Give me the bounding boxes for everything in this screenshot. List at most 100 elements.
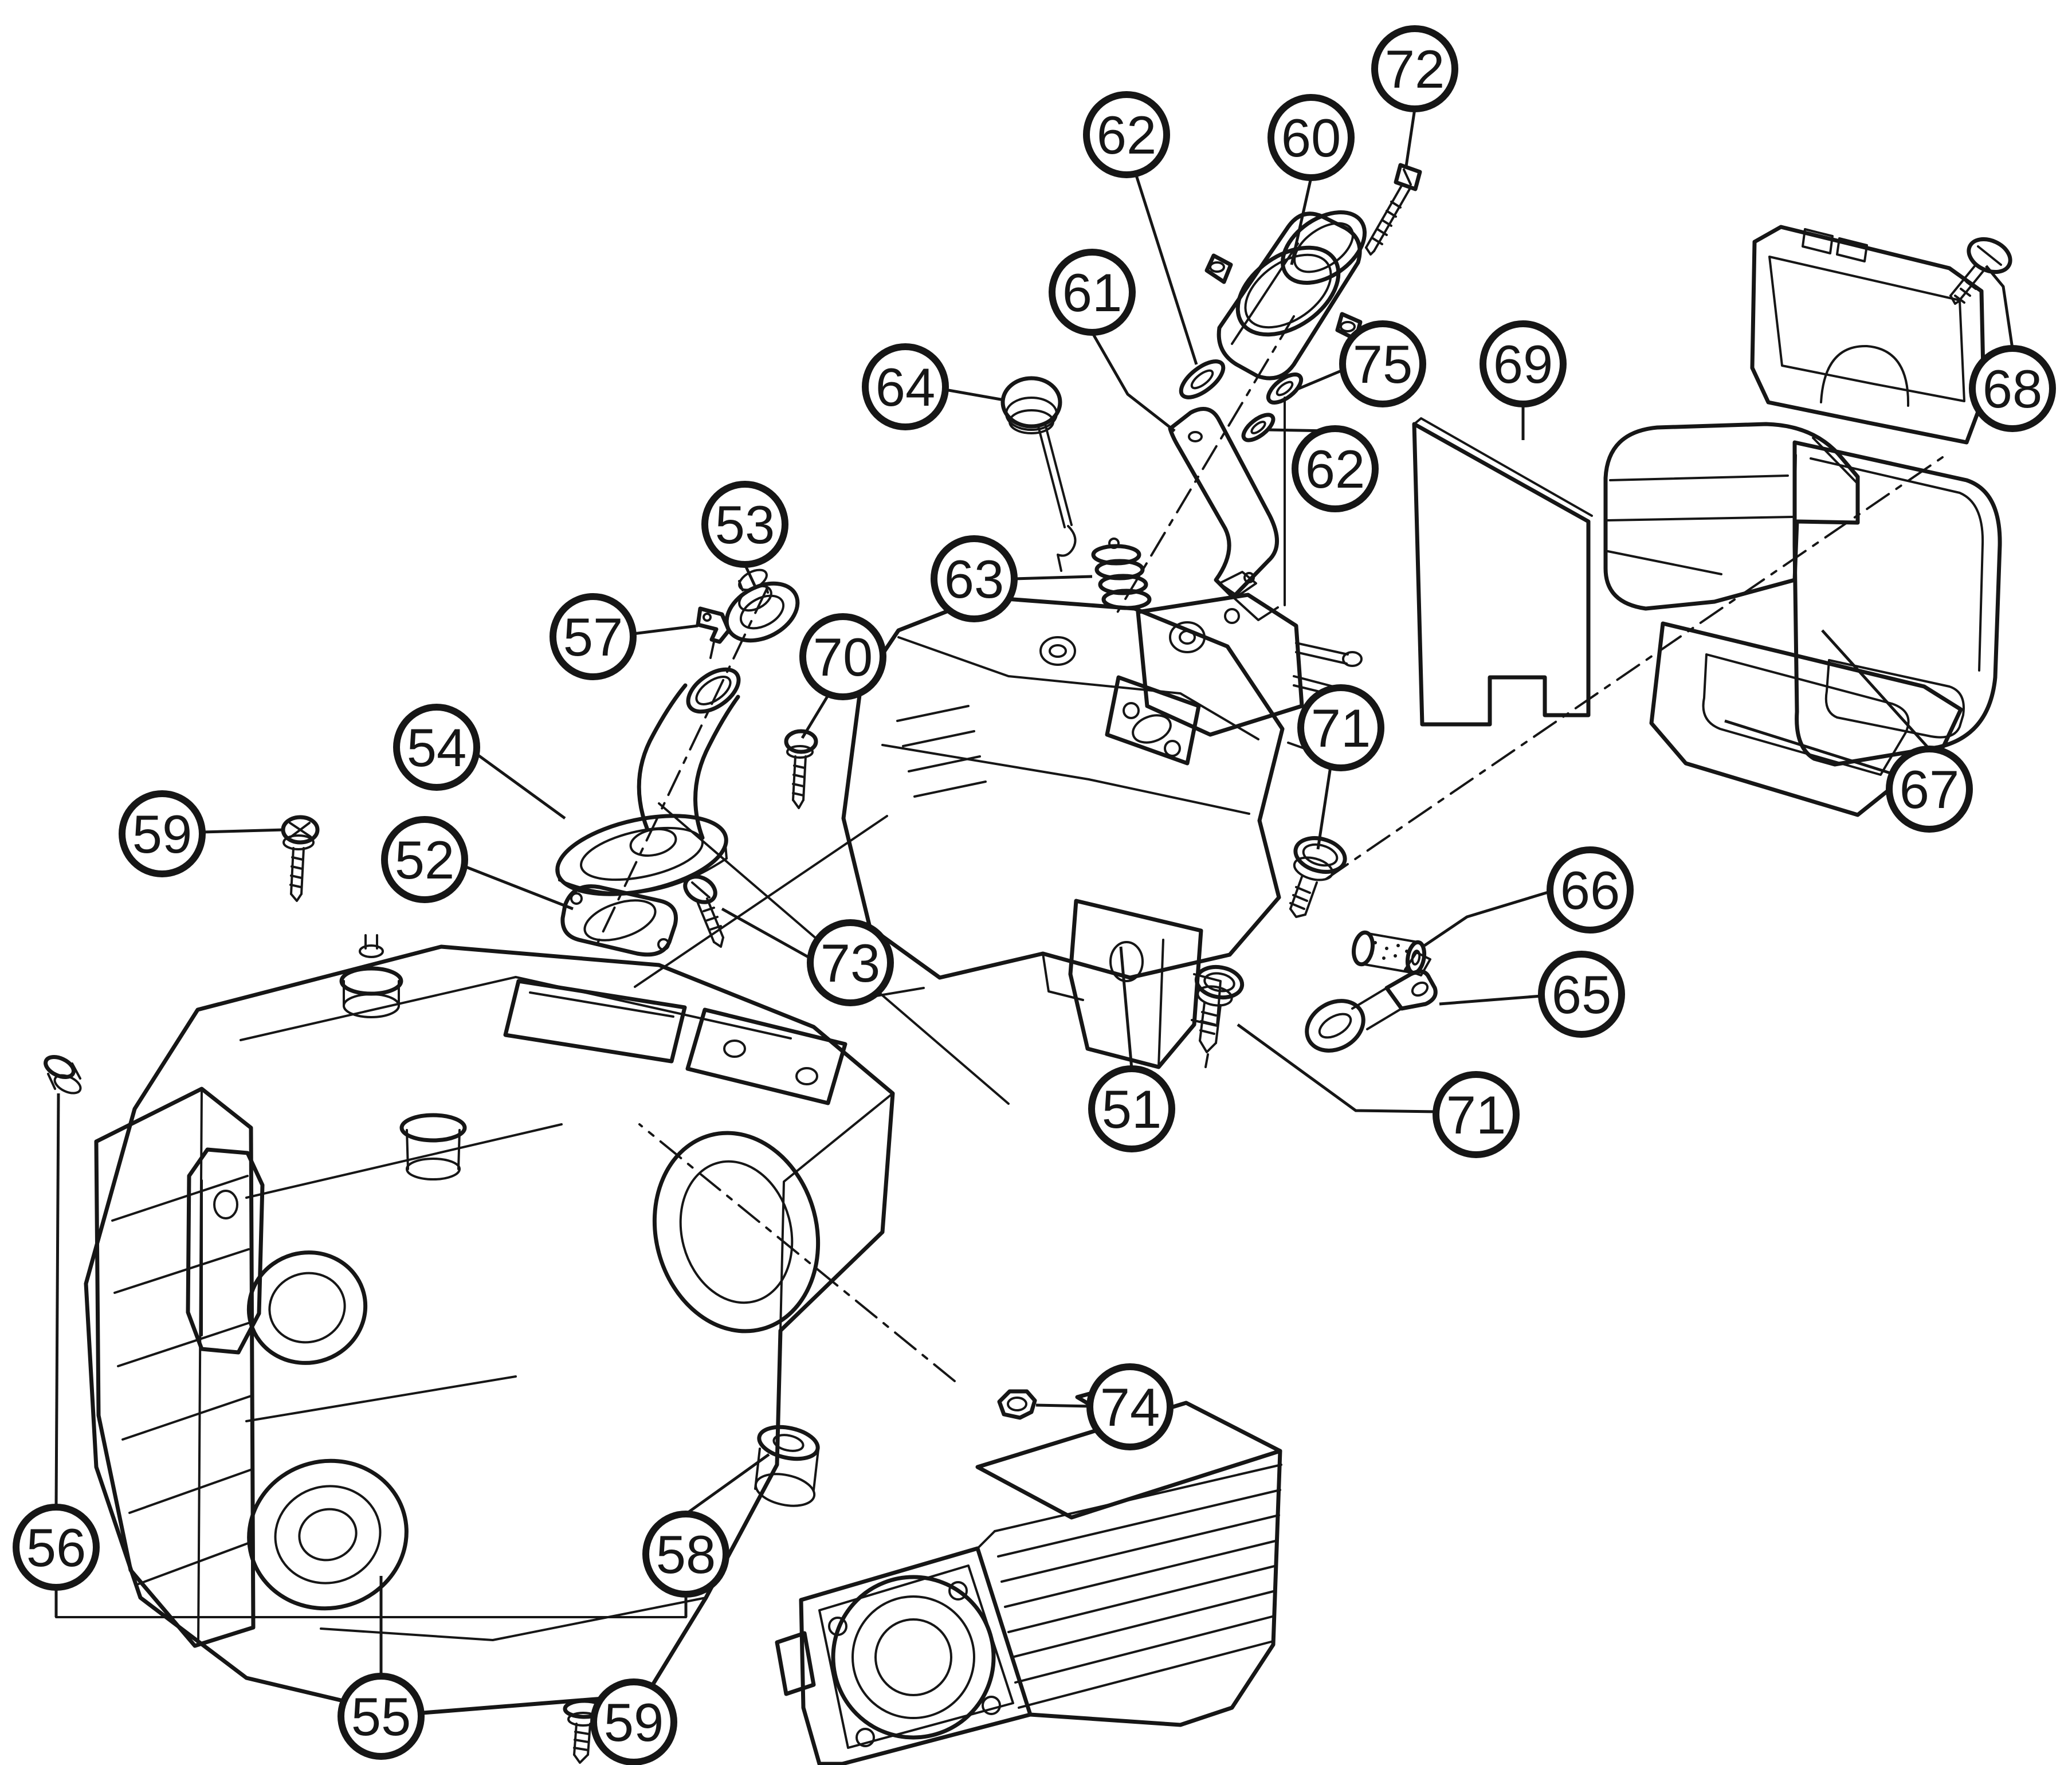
crankcase-housing xyxy=(84,944,895,1717)
callout-number-68: 68 xyxy=(1983,359,2043,419)
callout-number-63: 63 xyxy=(944,549,1004,609)
callout-number-72: 72 xyxy=(1385,39,1445,99)
choke-knob-rod xyxy=(1000,376,1077,572)
callout-number-51: 51 xyxy=(1102,1079,1162,1139)
screw-70 xyxy=(784,729,818,809)
engine-cover-bracket xyxy=(1068,899,1222,1069)
callout-number-62a: 62 xyxy=(1097,105,1157,165)
callout-64: 64 xyxy=(862,343,1004,430)
callout-balloon-51 xyxy=(1088,1065,1175,1152)
callout-75: 75 xyxy=(1296,320,1426,407)
callout-62a: 62 xyxy=(1083,91,1198,365)
retainer-pin-57 xyxy=(696,606,731,659)
callout-number-66: 66 xyxy=(1560,860,1620,920)
callout-number-55: 55 xyxy=(351,1686,411,1747)
front-handle-bracket-tab xyxy=(186,1147,265,1355)
callout-number-67: 67 xyxy=(1900,759,1960,819)
callout-balloon-62a xyxy=(1083,91,1170,178)
bushing-58 xyxy=(754,1425,820,1507)
callout-balloon-53 xyxy=(701,481,788,568)
carb-mount-spring xyxy=(1091,538,1152,610)
callout-63: 63 xyxy=(931,535,1093,622)
muffler-bracket xyxy=(1168,407,1279,621)
callout-balloon-59b xyxy=(590,1678,677,1765)
callout-balloon-74 xyxy=(1086,1363,1174,1450)
callout-number-59b: 59 xyxy=(604,1692,664,1752)
callout-69: 69 xyxy=(1480,320,1567,440)
callout-balloon-55 xyxy=(338,1673,425,1760)
callout-balloon-58 xyxy=(642,1511,729,1598)
crankcase-rib-block xyxy=(94,1087,256,1648)
callout-61: 61 xyxy=(1049,249,1176,432)
callout-67: 67 xyxy=(1724,629,1973,833)
callout-balloon-52 xyxy=(381,816,468,903)
callout-number-52: 52 xyxy=(395,830,455,890)
air-duct xyxy=(1603,422,1860,611)
callout-balloon-71b xyxy=(1433,1071,1520,1158)
screw-73 xyxy=(683,874,724,948)
callout-number-57: 57 xyxy=(563,607,623,667)
callout-58: 58 xyxy=(642,1453,770,1617)
callout-balloon-75 xyxy=(1339,320,1426,407)
callout-71a: 71 xyxy=(1297,684,1384,850)
callout-balloon-70 xyxy=(799,613,886,700)
callout-number-70: 70 xyxy=(813,627,873,687)
callout-number-62b: 62 xyxy=(1305,439,1365,499)
callout-balloon-60 xyxy=(1267,94,1355,181)
callout-number-54: 54 xyxy=(407,717,467,778)
intake-gasket-52 xyxy=(560,884,678,957)
callout-number-64: 64 xyxy=(876,357,936,417)
callout-balloon-68 xyxy=(1969,345,2056,432)
callout-52: 52 xyxy=(381,816,574,911)
callout-number-60: 60 xyxy=(1281,108,1341,168)
callout-balloon-62b xyxy=(1292,425,1379,512)
callout-balloon-56 xyxy=(13,1504,100,1591)
screw-washer-71b xyxy=(1194,964,1245,1068)
callout-74: 74 xyxy=(1035,1363,1174,1450)
callout-62b: 62 xyxy=(1267,425,1379,512)
intake-elbow-54 xyxy=(555,667,741,896)
callout-balloon-57 xyxy=(550,593,637,680)
callout-65: 65 xyxy=(1439,951,1625,1038)
callout-balloon-67 xyxy=(1886,746,1973,833)
muffler-washers xyxy=(1179,359,1304,442)
heat-shield xyxy=(1412,417,1593,727)
callout-balloon-59a xyxy=(119,790,206,877)
av-mount-bushings xyxy=(339,934,467,1180)
spacer-sleeve xyxy=(1352,930,1427,975)
callout-balloon-69 xyxy=(1480,320,1567,407)
callout-balloon-64 xyxy=(862,343,949,430)
callout-60: 60 xyxy=(1267,94,1355,265)
callout-balloon-61 xyxy=(1049,249,1136,336)
callout-number-75: 75 xyxy=(1353,334,1413,394)
muffler-clamp xyxy=(1204,245,1363,342)
engine-cover xyxy=(841,595,1285,1001)
callout-72: 72 xyxy=(1371,25,1458,167)
callout-66: 66 xyxy=(1423,846,1634,947)
callout-balloon-72 xyxy=(1371,25,1458,112)
cover-screw xyxy=(1949,237,2012,305)
callout-number-65: 65 xyxy=(1552,964,1612,1025)
callout-number-53: 53 xyxy=(715,495,775,555)
callout-number-59a: 59 xyxy=(132,804,193,864)
callout-balloon-66 xyxy=(1547,846,1634,934)
intake-flange-53 xyxy=(724,568,800,643)
callout-layer: 51 52 53 54 55 56 57 58 59 59 60 61 62 62 63 64 65 66 67 68… xyxy=(13,25,2056,1765)
callout-number-56: 56 xyxy=(26,1517,87,1578)
callout-number-71a: 71 xyxy=(1311,698,1371,758)
air-filter-cover xyxy=(1750,225,2002,767)
witness-lines xyxy=(55,397,1286,1618)
callout-balloon-71a xyxy=(1297,684,1384,771)
callout-71b: 71 xyxy=(1237,1023,1520,1158)
callout-54: 54 xyxy=(393,704,566,820)
flange-nut xyxy=(997,1389,1037,1420)
callout-59a: 59 xyxy=(119,790,285,877)
muffler-bolt xyxy=(1365,163,1422,256)
callout-number-74: 74 xyxy=(1100,1377,1160,1437)
callout-balloon-54 xyxy=(393,704,480,791)
callout-56: 56 xyxy=(13,1093,100,1617)
callout-number-73: 73 xyxy=(821,933,881,993)
callout-number-58: 58 xyxy=(656,1524,716,1584)
